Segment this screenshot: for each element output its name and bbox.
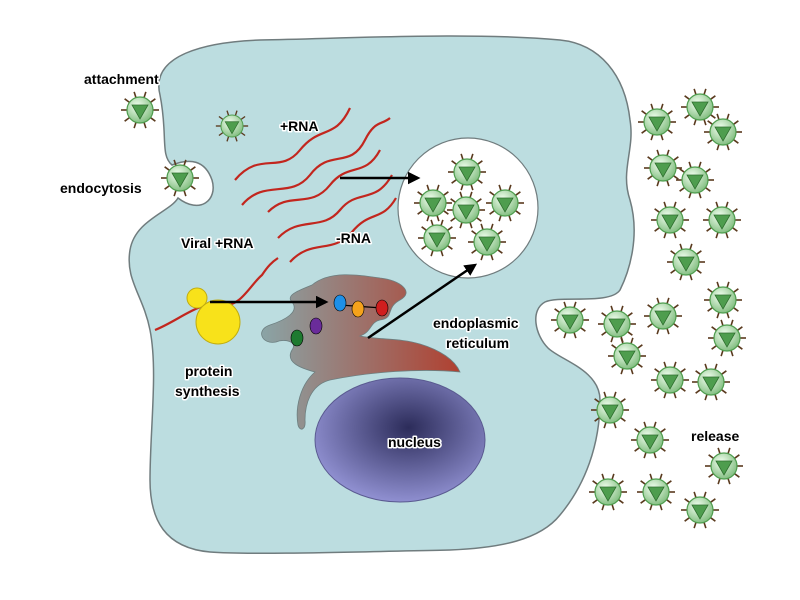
rna-strands	[154, 107, 397, 332]
virus-particle-icon	[418, 219, 456, 257]
virus-particle-icon	[589, 473, 627, 511]
rna-strand	[241, 117, 391, 206]
protein-green	[290, 329, 304, 347]
nucleus	[314, 377, 486, 503]
virus-particle-icon	[551, 301, 589, 339]
virus-particle-icon	[708, 319, 746, 357]
label-endocytosis: endocytosis	[60, 180, 142, 196]
virus-particle-icon	[676, 161, 714, 199]
virus-particle-icon	[591, 391, 629, 429]
virus-particle-icon	[631, 421, 669, 459]
protein-orange	[351, 300, 365, 318]
virus-particle-icon	[705, 447, 743, 485]
virus-particle-icon	[598, 305, 636, 343]
virus-particle-icon	[215, 110, 249, 142]
virus-particle-icon	[644, 297, 682, 335]
label-minus-rna: -RNA	[336, 230, 371, 246]
virus-particle-icon	[703, 201, 741, 239]
virus-particles	[121, 88, 746, 529]
label-release: release	[691, 428, 739, 444]
virus-particle-icon	[651, 361, 689, 399]
virus-particle-icon	[486, 184, 524, 222]
virus-particle-icon	[704, 281, 742, 319]
virus-particle-icon	[692, 363, 730, 401]
virus-particle-icon	[414, 184, 452, 222]
virus-particle-icon	[448, 153, 486, 191]
rna-strand	[267, 149, 381, 213]
label-synthesis: synthesis	[175, 383, 240, 399]
arrow-icon	[367, 263, 478, 340]
endoplasmic-reticulum	[261, 274, 461, 430]
label-nucleus: nucleus	[388, 434, 441, 450]
virus-particle-icon	[608, 337, 646, 375]
label-attachment: attachment	[84, 71, 159, 87]
label-plus-rna: +RNA	[280, 118, 319, 134]
label-reticulum: reticulum	[446, 335, 509, 351]
ribosome-icon	[186, 287, 241, 345]
rna-strand	[289, 197, 397, 263]
virus-particle-icon	[447, 191, 485, 229]
label-protein: protein	[185, 363, 232, 379]
virus-particle-icon	[121, 91, 159, 129]
label-endoplasmic: endoplasmic	[433, 315, 519, 331]
rna-strand	[277, 174, 393, 239]
virus-particle-icon	[681, 88, 719, 126]
virus-particle-icon	[161, 159, 199, 197]
protein-red	[375, 299, 389, 317]
protein-blue	[333, 294, 347, 312]
protein-chain	[290, 294, 389, 347]
virus-particle-icon	[704, 113, 742, 151]
virus-particle-icon	[651, 201, 689, 239]
virus-particle-icon	[637, 473, 675, 511]
virus-particle-icon	[468, 223, 506, 261]
label-viral-plus-rna: Viral +RNA	[181, 235, 254, 251]
rna-strand	[234, 107, 351, 181]
virus-particle-icon	[644, 149, 682, 187]
virus-particle-icon	[681, 491, 719, 529]
virus-particle-icon	[638, 103, 676, 141]
rna-strand	[154, 257, 279, 332]
arrows	[210, 171, 478, 340]
virus-particle-icon	[667, 243, 705, 281]
protein-purple	[309, 317, 323, 335]
